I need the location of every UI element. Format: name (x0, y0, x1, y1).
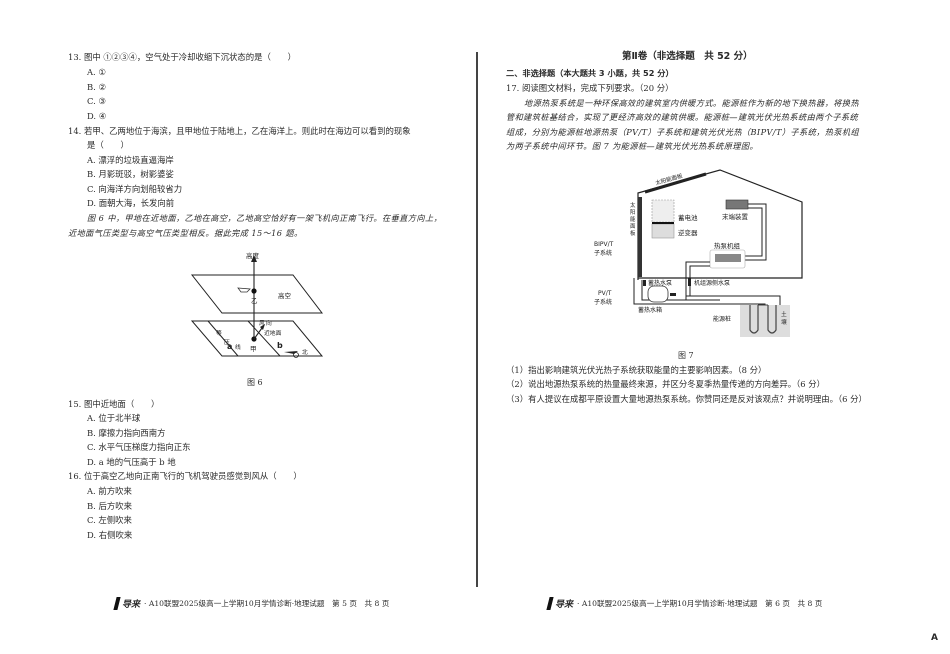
figure-6-label-isobar-2: 压 (224, 339, 230, 346)
question-16-option-c: C. 左侧吹来 (87, 515, 132, 525)
figure-6-label-jia: 甲 (250, 345, 257, 353)
figure-7-label-inverter: 逆变器 (678, 228, 698, 237)
question-15-stem: 15. 图中近地面（ ） (68, 399, 160, 409)
publisher-logo: 导来 (113, 597, 140, 610)
figure-7-label-wall-panel-4: 面 (630, 223, 636, 230)
question-13-option-b: B. ② (87, 82, 106, 92)
right-page-footer: 导来 · A10联盟2025级高一上学期10月学情诊断·地理试题 第 6 页 共… (546, 597, 823, 610)
question-14-option-d: D. 面朝大海，长发向前 (87, 198, 175, 208)
left-footer-text: · A10联盟2025级高一上学期10月学情诊断·地理试题 第 5 页 共 8 … (144, 599, 390, 608)
question-17-stem: 17. 阅读图文材料，完成下列要求。（20 分） (506, 83, 674, 93)
publisher-logo: 导来 (546, 597, 573, 610)
figure-7-label-wall-panel-1: 太 (630, 201, 636, 209)
figure-7-label-wall-panel-5: 板 (630, 229, 636, 237)
figure-7-label-soil-1: 土 (781, 310, 787, 318)
figure-6-label-height: 高度 (246, 251, 260, 260)
logo-bar-icon (546, 597, 554, 610)
corner-mark: A (931, 633, 938, 643)
figure-7-label-bipvt-2: 子系统 (594, 249, 612, 257)
material-line-2: 近地面气压类型与高空气压类型相反。据此完成 15～16 题。 (68, 228, 303, 238)
figure-6-label-b: b (277, 341, 283, 350)
question-14-stem-line2: 是（ ） (87, 140, 129, 150)
question-15-option-a: A. 位于北半球 (87, 413, 141, 423)
figure-7-label-bipvt-1: BIPV/T (594, 241, 614, 248)
question-13-stem: 13. 图中 ①②③④，空气处于冷却收缩下沉状态的是（ ） (68, 52, 297, 62)
question-16-stem: 16. 位于高空乙地向正南飞行的飞机驾驶员感觉到风从（ ） (68, 471, 302, 481)
figure-6-label-near-ground: 近地面 (264, 329, 282, 337)
figure-7-caption: 图 7 (678, 351, 694, 360)
left-page: 13. 图中 ①②③④，空气处于冷却收缩下沉状态的是（ ） A. ① B. ② … (68, 52, 443, 610)
right-footer-text: · A10联盟2025级高一上学期10月学情诊断·地理试题 第 6 页 共 8 … (577, 599, 823, 608)
figure-7-label-pvt-2: 子系统 (594, 298, 612, 306)
figure-7-label-soil-2: 壤 (781, 318, 787, 326)
figure-7-label-heat-pump: 热泵机组 (714, 241, 741, 250)
question-17-para-line3: 组成，分别为能源桩地源热泵（PV/T）子系统和建筑光伏光热（BIPV/T）子系统… (506, 127, 860, 137)
question-13-option-c: C. ③ (87, 96, 106, 106)
question-16-option-b: B. 后方吹来 (87, 501, 132, 511)
figure-6-label-yi: 乙 (251, 297, 258, 305)
question-17-para-line2: 管和建筑桩基结合，实现了更经济高效的建筑供暖。能源桩—建筑光伏光热系统由两个子系… (506, 112, 859, 122)
figure-7-label-terminal: 末端装置 (722, 212, 749, 221)
figure-6-caption: 图 6 (247, 378, 263, 387)
question-15-option-c: C. 水平气压梯度力指向正东 (87, 442, 191, 452)
page-divider (476, 52, 478, 587)
question-17-para-line4: 为两子系统中间环节。图 7 为能源桩—建筑光伏光热系统原理图。 (506, 141, 759, 151)
volume-title: 第Ⅱ卷（非选择题 共 52 分） (622, 51, 753, 62)
figure-6-label-wind-2: 向 (266, 319, 272, 327)
question-17-para-line1: 地源热泵系统是一种环保高效的建筑室内供暖方式。能源桩作为新的地下换热器，将换热 (524, 98, 859, 108)
figure-6-label-wind-1: 风 (259, 320, 265, 327)
right-page: 第Ⅱ卷（非选择题 共 52 分） 二、非选择题（本大题共 3 小题，共 52 分… (478, 0, 950, 654)
question-13-option-d: D. ④ (87, 111, 107, 121)
question-15-option-b: B. 摩擦力指向西南方 (87, 428, 166, 438)
material-line-1: 图 6 中，甲地在近地面，乙地在高空，乙地高空恰好有一架飞机向正南飞行。在垂直方… (87, 213, 443, 223)
question-14-option-a: A. 漂浮的垃圾直逼海岸 (87, 155, 174, 165)
section-heading: 二、非选择题（本大题共 3 小题，共 52 分） (506, 68, 674, 78)
figure-7-diagram: 太阳能面板 太 阳 能 面 板 蓄电池 逆变器 末端装置 热泵机组 BIPV/T… (594, 169, 803, 337)
figure-7-label-wall-panel-3: 能 (630, 215, 636, 223)
figure-6-diagram: 高度 高空 乙 甲 风 向 近地面 等 压 线 a b 北 (190, 251, 324, 358)
figure-6-label-upper: 高空 (278, 291, 292, 300)
figure-6-label-isobar-3: 线 (235, 343, 241, 351)
figure-7-label-pvt-1: PV/T (598, 290, 612, 297)
question-14-option-b: B. 月影斑驳，树影婆娑 (87, 169, 174, 179)
question-17-sub-1: （1）指出影响建筑光伏光热子系统获取能量的主要影响因素。（8 分） (506, 365, 767, 375)
question-17-sub-2: （2）说出地源热泵系统的热量最终来源，并区分冬夏季热量传递的方向差异。（6 分） (506, 379, 825, 389)
figure-6-label-isobar-1: 等 (216, 329, 222, 337)
question-14-option-c: C. 向海洋方向划船较省力 (87, 184, 183, 194)
question-16-option-a: A. 前方吹来 (87, 486, 132, 496)
question-15-option-d: D. a 地的气压高于 b 地 (87, 457, 176, 467)
figure-7-label-wall-panel-2: 阳 (630, 208, 635, 216)
figure-7-label-storage-pump: 蓄热水泵 (648, 279, 672, 287)
left-page-footer: 导来 · A10联盟2025级高一上学期10月学情诊断·地理试题 第 5 页 共… (113, 597, 390, 610)
figure-7-label-battery: 蓄电池 (678, 213, 698, 222)
logo-bar-icon (113, 597, 121, 610)
figure-6-label-north: 北 (302, 348, 308, 356)
question-13-option-a: A. ① (87, 67, 106, 77)
figure-7-label-energy-pile: 能源桩 (713, 315, 731, 323)
question-16-option-d: D. 右侧吹来 (87, 530, 133, 540)
question-14-stem-line1: 14. 若甲、乙两地位于海滨，且甲地位于陆地上，乙在海洋上。则此时在海边可以看到… (68, 126, 411, 136)
question-17-sub-3: （3）有人提议在成都平原设置大量地源热泵系统。你赞同还是反对该观点？并说明理由。… (506, 394, 867, 404)
figure-7-label-source-pump: 机组源侧水泵 (694, 279, 730, 287)
figure-6-label-a: a (227, 342, 232, 351)
figure-7-label-storage-tank: 蓄热水箱 (638, 306, 662, 314)
